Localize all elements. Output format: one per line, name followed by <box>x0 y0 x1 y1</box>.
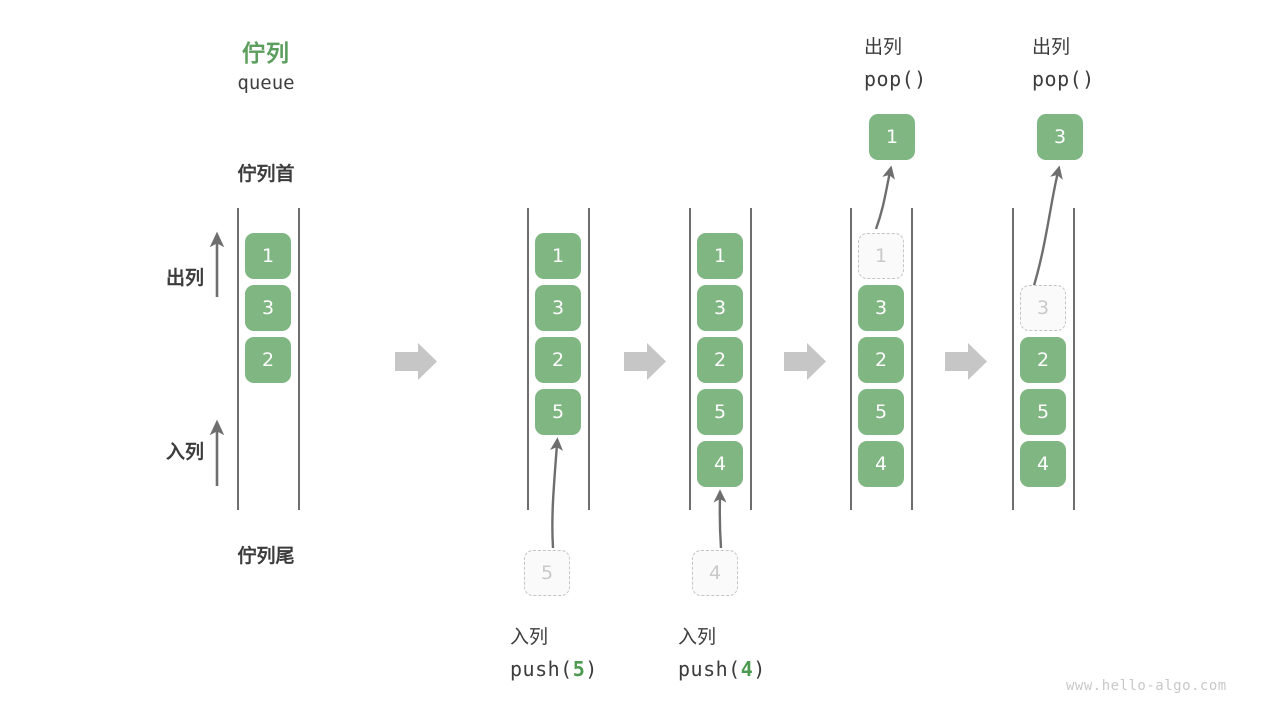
queue-node: 3 <box>858 285 904 331</box>
queue-node: 4 <box>1020 441 1066 487</box>
queue-node: 2 <box>245 337 291 383</box>
queue-node: 2 <box>858 337 904 383</box>
transition-arrow-2 <box>624 343 666 380</box>
diagram-title-en: queue <box>237 72 295 94</box>
incoming-node-4: 4 <box>692 550 738 596</box>
queue-node-ghost: 1 <box>858 233 904 279</box>
push-4-code-prefix: push( <box>678 657 741 681</box>
transition-arrow-4 <box>945 343 987 380</box>
push-4-arrow <box>713 489 727 549</box>
queue-node: 3 <box>697 285 743 331</box>
push-4-code-arg: 4 <box>740 657 754 681</box>
push-5-label-code: push(5) <box>472 657 700 681</box>
queue-stage-after-pop-1: 1 3 2 5 4 <box>858 233 904 487</box>
queue-node-ghost: 3 <box>1020 285 1066 331</box>
pop-3-arrow <box>1030 165 1063 293</box>
push-5-code-arg: 5 <box>572 657 586 681</box>
push-4-code-suffix: ) <box>753 657 766 681</box>
push-curve-arrows <box>550 437 727 549</box>
queue-node: 1 <box>245 233 291 279</box>
queue-node: 5 <box>697 389 743 435</box>
queue-rails <box>237 208 1075 510</box>
enqueue-direction-label: 入列 <box>165 441 204 463</box>
queue-node: 4 <box>858 441 904 487</box>
queue-stage-initial: 1 3 2 <box>245 233 291 383</box>
push-5-arrow <box>550 437 563 549</box>
queue-head-label: 佇列首 <box>237 163 295 185</box>
pop-1-label-cn: 出列 <box>864 36 903 58</box>
push-5-code-suffix: ) <box>585 657 598 681</box>
incoming-node-5: 5 <box>524 550 570 596</box>
diagram-title-cn: 佇列 <box>242 41 290 67</box>
queue-tail-label: 佇列尾 <box>237 545 295 567</box>
queue-node: 1 <box>535 233 581 279</box>
push-4-label-code: push(4) <box>640 657 868 681</box>
dequeue-direction-label: 出列 <box>165 267 204 289</box>
queue-node: 2 <box>697 337 743 383</box>
queue-node: 4 <box>697 441 743 487</box>
pop-1-label-code: pop() <box>864 67 927 91</box>
queue-node: 3 <box>535 285 581 331</box>
pop-1-arrow <box>874 165 895 230</box>
transition-arrow-3 <box>784 343 826 380</box>
queue-stage-after-push-4: 1 3 2 5 4 <box>697 233 743 487</box>
queue-node: 5 <box>858 389 904 435</box>
push-5-label-cn: 入列 <box>510 626 549 648</box>
push-5-code-prefix: push( <box>510 657 573 681</box>
popped-node-3: 3 <box>1037 114 1083 160</box>
queue-node: 5 <box>535 389 581 435</box>
popped-node-1: 1 <box>869 114 915 160</box>
queue-node: 2 <box>1020 337 1066 383</box>
queue-node: 2 <box>535 337 581 383</box>
pop-3-label-code: pop() <box>1032 67 1095 91</box>
queue-stage-after-push-5: 1 3 2 5 <box>535 233 581 435</box>
site-watermark: www.hello-algo.com <box>1066 678 1227 694</box>
push-4-label-cn: 入列 <box>678 626 717 648</box>
pop-3-label-cn: 出列 <box>1032 36 1071 58</box>
queue-node: 1 <box>697 233 743 279</box>
queue-node: 3 <box>245 285 291 331</box>
transition-arrow-1 <box>395 343 437 380</box>
queue-node: 5 <box>1020 389 1066 435</box>
queue-stage-after-pop-3: 3 2 5 4 <box>1020 285 1066 487</box>
